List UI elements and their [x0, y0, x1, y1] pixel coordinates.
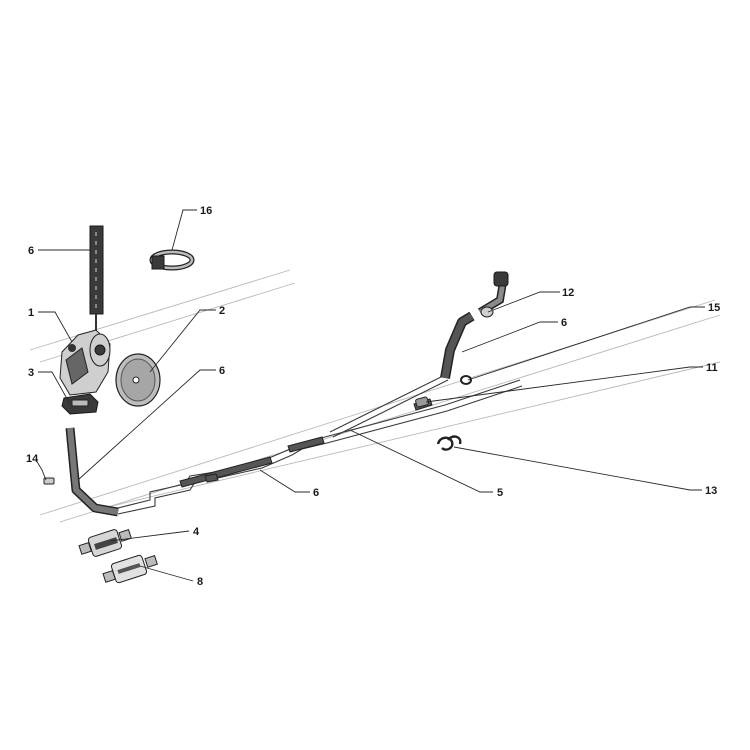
fuel-tap-icon [59, 329, 111, 396]
leader-lines [35, 209, 705, 582]
callout-13: 13 [705, 485, 717, 497]
callout-6-right: 6 [561, 317, 567, 329]
right-hose [440, 271, 509, 379]
callout-16: 16 [200, 205, 212, 217]
callout-6-left: 6 [219, 365, 225, 377]
callout-6-mid: 6 [313, 487, 319, 499]
screw-icon [43, 477, 55, 485]
callout-4: 4 [193, 526, 200, 538]
pipe-hoses [179, 398, 433, 488]
inline-filter-icon [78, 529, 132, 557]
callout-1: 1 [28, 307, 34, 319]
callout-14: 14 [26, 453, 39, 465]
left-hose [65, 427, 119, 517]
callout-11: 11 [706, 362, 718, 374]
callout-8: 8 [197, 576, 203, 588]
vertical-hose [89, 225, 104, 332]
callout-labels: 16 6 1 2 3 6 14 4 8 6 5 12 6 15 11 13 [26, 205, 720, 588]
washer-icon [460, 375, 472, 385]
hose-clamp-icon [149, 249, 195, 271]
callout-12: 12 [562, 287, 574, 299]
callout-15: 15 [708, 302, 720, 314]
callout-2: 2 [219, 305, 225, 317]
callout-3: 3 [28, 367, 34, 379]
callout-5: 5 [497, 487, 503, 499]
clip-icon [436, 435, 462, 451]
pipe-joint-icon [415, 396, 429, 408]
callout-6-top: 6 [28, 245, 34, 257]
inline-filter-8-icon [102, 554, 158, 584]
bracket-icon [61, 393, 99, 415]
filter-disc-icon [115, 353, 161, 407]
hose-end-icon [493, 271, 509, 287]
